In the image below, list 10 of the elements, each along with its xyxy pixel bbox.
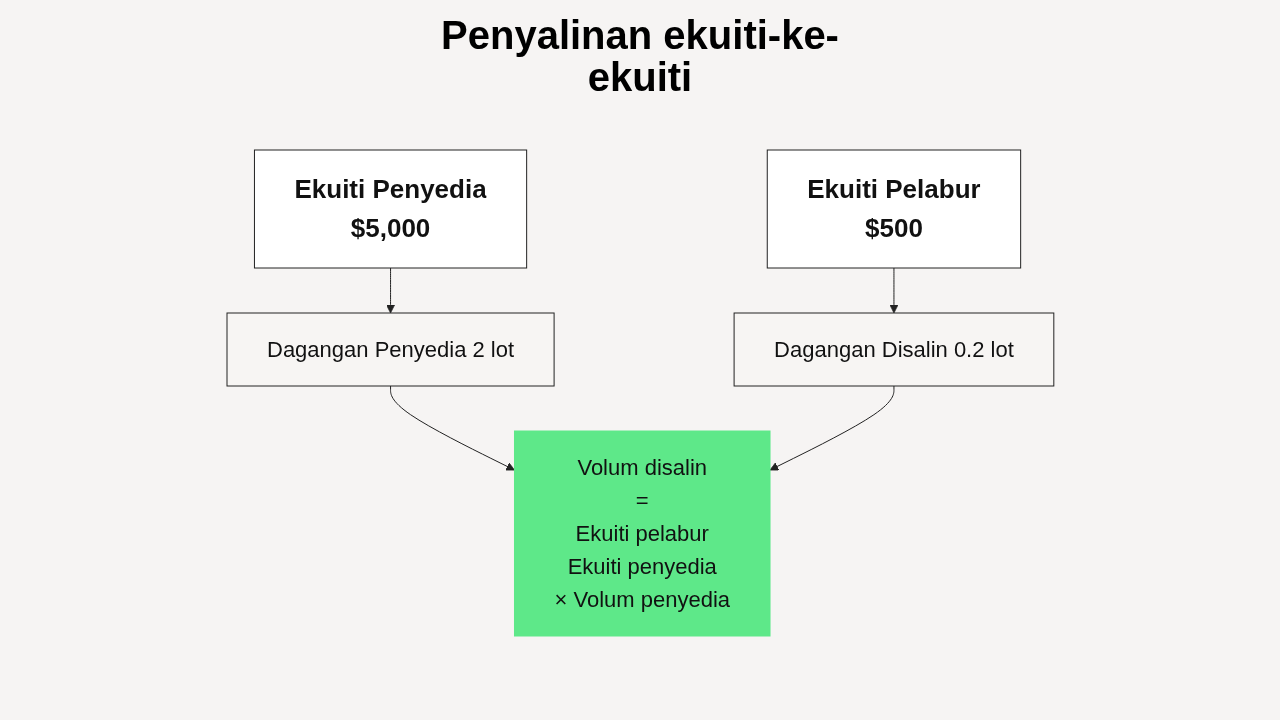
node-box: Ekuiti Penyedia $5,000 xyxy=(253,149,527,269)
node-box: Ekuiti Pelabur $500 xyxy=(766,149,1021,269)
arrow xyxy=(769,385,895,471)
node-box: Dagangan Penyedia 2 lot xyxy=(226,312,555,387)
arrow xyxy=(889,267,898,314)
node-box: Volum disalin = Ekuiti pelabur Ekuiti penyedia × Volum penyedia xyxy=(513,430,771,637)
diagram-title: Penyalinan ekuiti-ke-ekuiti xyxy=(440,14,840,98)
node-box: Dagangan Disalin 0.2 lot xyxy=(733,312,1054,387)
arrow xyxy=(385,267,395,314)
arrow xyxy=(389,385,515,471)
